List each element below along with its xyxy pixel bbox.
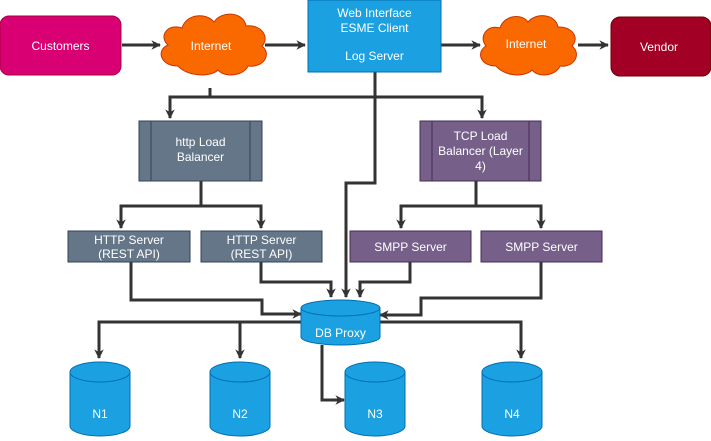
edge-web-db [341, 72, 377, 298]
edge-db-n4 [380, 320, 526, 359]
web-interface-node: Web Interface ESME Client Log Server [307, 0, 442, 73]
db-node-n4: N4 [481, 361, 543, 437]
http-server-1-line1: HTTP Server [94, 233, 164, 247]
customers-label: Customers [31, 39, 89, 53]
web-interface-line2: ESME Client [340, 21, 409, 35]
db-node-n2: N2 [209, 361, 271, 437]
edge-smpp2-db [379, 262, 543, 320]
edge-http-lb-server1 [116, 181, 203, 229]
http-server-1: HTTP Server (REST API) [67, 230, 191, 263]
edge-smpp1-db [355, 262, 412, 298]
smpp-server-1-label: SMPP Server [374, 240, 446, 254]
http-server-2-line1: HTTP Server [227, 233, 297, 247]
http-server-1-line2: (REST API) [98, 247, 160, 261]
n1-label: N1 [92, 407, 108, 421]
n3-label: N3 [367, 407, 383, 421]
edge-http2-db [259, 262, 336, 298]
web-interface-line3: Log Server [345, 49, 404, 63]
db-node-n3: N3 [344, 361, 406, 437]
edge-web-tcp-lb [210, 95, 487, 119]
internet-left-label: Internet [191, 39, 232, 53]
n2-label: N2 [232, 407, 248, 421]
web-interface-line1: Web Interface [337, 6, 412, 20]
http-lb-line1: http Load [175, 135, 225, 149]
internet-right-label: Internet [506, 37, 547, 51]
smpp-server-2: SMPP Server [480, 230, 603, 263]
n4-label: N4 [504, 407, 520, 421]
tcp-lb-line3: 4) [475, 159, 486, 173]
edge-http-lb-server2 [201, 204, 266, 229]
connections [94, 40, 609, 405]
edge-web-http-lb [165, 88, 212, 119]
tcp-load-balancer: TCP Load Balancer (Layer 4) [419, 120, 542, 182]
internet-cloud-left: Internet [160, 13, 267, 76]
db-proxy-label: DB Proxy [315, 326, 366, 340]
smpp-server-2-label: SMPP Server [505, 240, 577, 254]
internet-cloud-right: Internet [480, 15, 577, 76]
vendor-label: Vendor [640, 40, 678, 54]
http-server-2-line2: (REST API) [231, 247, 293, 261]
db-proxy-cylinder: DB Proxy [300, 299, 381, 346]
customers-node: Customers [0, 15, 122, 76]
edge-http1-db [129, 262, 302, 319]
edge-db-n1 [94, 320, 301, 359]
http-lb-line2: Balancer [177, 150, 224, 164]
db-node-n1: N1 [69, 361, 131, 437]
edge-db-n3 [320, 345, 345, 405]
smpp-server-1: SMPP Server [349, 230, 472, 263]
edge-tcp-lb-smpp2 [476, 204, 546, 229]
tcp-lb-line2: Balancer (Layer [438, 144, 523, 158]
tcp-lb-line1: TCP Load [454, 129, 508, 143]
http-server-2: HTTP Server (REST API) [200, 230, 323, 263]
http-load-balancer: http Load Balancer [138, 120, 263, 182]
vendor-node: Vendor [610, 16, 711, 77]
edge-tcp-lb-smpp1 [396, 181, 478, 229]
